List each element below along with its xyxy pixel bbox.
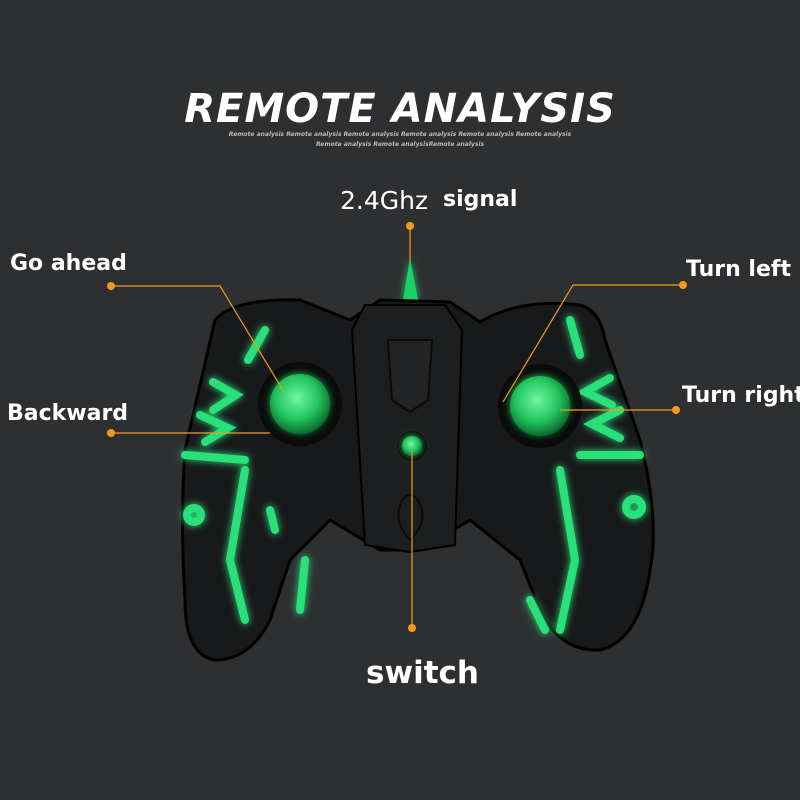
- turn-left-label: Turn left: [686, 257, 791, 282]
- right-joystick: [498, 364, 582, 448]
- signal-label: signal: [443, 187, 518, 212]
- leader-lines: [112, 227, 682, 627]
- left-joystick: [258, 362, 342, 446]
- go-ahead-label: Go ahead: [10, 251, 127, 276]
- glow-strips: [181, 316, 646, 634]
- antenna: [403, 258, 418, 300]
- signal-frequency-label: 2.4Ghz: [340, 186, 429, 215]
- switch-button: [397, 431, 427, 461]
- turn-right-label: Turn right: [682, 383, 800, 408]
- switch-label: switch: [366, 655, 479, 691]
- backward-label: Backward: [7, 401, 129, 426]
- leader-dots: [107, 222, 687, 632]
- subtitle-line-2: Remote analysis Remote analysisRemote an…: [315, 141, 485, 148]
- subtitle-line-1: Remote analysis Remote analysis Remote a…: [228, 131, 572, 138]
- page-title: REMOTE ANALYSIS: [184, 86, 616, 132]
